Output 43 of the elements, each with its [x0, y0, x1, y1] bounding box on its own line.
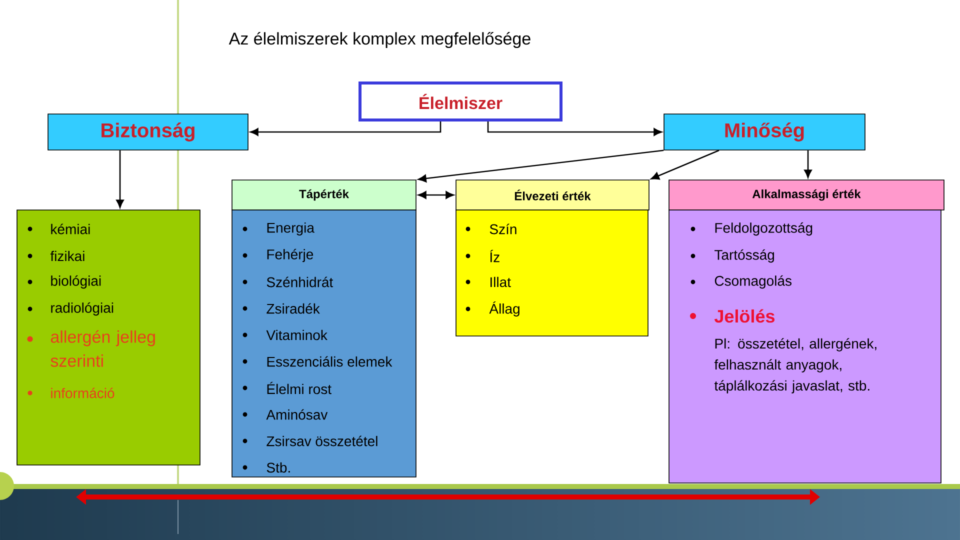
list-item: radiológiai: [51, 302, 114, 316]
list-item: Esszenciális elemek: [267, 356, 392, 367]
list-box: [232, 210, 416, 478]
list-item: Tartósság: [714, 249, 774, 263]
column-header: Tápérték: [232, 180, 416, 210]
list-item: Csomagolás: [714, 275, 792, 289]
list-item: Fehérje: [267, 248, 314, 262]
list-item: biológiai: [51, 275, 101, 289]
list-box: [456, 210, 648, 336]
list-item: Vitaminok: [266, 330, 328, 340]
list-item: információ: [51, 388, 114, 398]
list-item: Zsiradék: [266, 303, 320, 314]
list-item: Energia: [267, 222, 314, 236]
list-item: Szénhidrát: [266, 276, 334, 288]
list-item: Feldolgozottság: [715, 222, 812, 236]
concept-box: Élelmiszer: [358, 82, 562, 122]
column-header: Alkalmassági érték: [668, 180, 944, 210]
arrow: [418, 150, 664, 182]
list-item: Aminósav: [266, 409, 328, 420]
arrow: [650, 150, 720, 180]
list-item: Jelölés: [714, 309, 774, 323]
list-box: [16, 210, 200, 466]
list-item: Illat: [490, 276, 511, 288]
double-arrow: [418, 191, 454, 199]
note-text: Pl: összetétel, allergének, felhasznált anyagok, táplálkozási javaslat, stb.: [714, 338, 876, 394]
arrow: [250, 122, 442, 136]
list-item: Stb.: [266, 462, 290, 473]
list-box: [668, 210, 942, 484]
arrow: [487, 122, 662, 136]
list-item: Élelmi rost: [267, 382, 332, 394]
column-header: Élvezeti érték: [456, 180, 650, 210]
list-item: Zsirsav összetétel: [266, 436, 378, 446]
arrow: [116, 150, 124, 208]
list-item: kémiai: [51, 224, 90, 234]
list-item: Állag: [489, 301, 520, 316]
category-box: Minőség: [664, 114, 866, 150]
list-item: Szín: [490, 224, 516, 234]
title: Az élelmiszerek komplex megfelelősége: [228, 32, 530, 48]
arrow: [804, 150, 812, 178]
list-item: allergén jelleg szerinti: [50, 330, 155, 367]
list-item: Íz: [490, 250, 500, 262]
category-box: Biztonság: [48, 114, 248, 150]
list-item: fizikai: [50, 250, 84, 262]
